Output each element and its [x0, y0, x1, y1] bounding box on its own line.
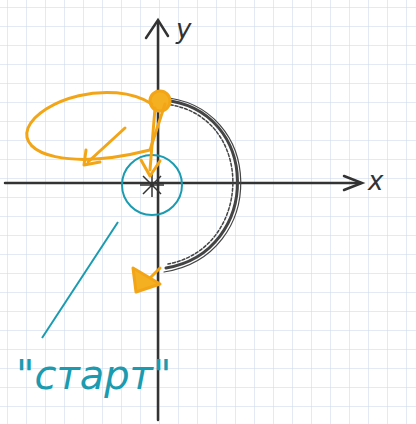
trajectory-arc: [160, 97, 241, 272]
y-axis-arrow: [146, 20, 168, 38]
orange-vectors: [27, 91, 170, 292]
start-circle: [42, 155, 182, 338]
callout-label: "старт": [16, 352, 171, 398]
axes: [5, 20, 362, 420]
axis-label: y: [176, 14, 191, 44]
axis-label: x: [368, 166, 383, 196]
leader-line: [42, 222, 118, 338]
x-axis-arrow: [344, 176, 362, 190]
